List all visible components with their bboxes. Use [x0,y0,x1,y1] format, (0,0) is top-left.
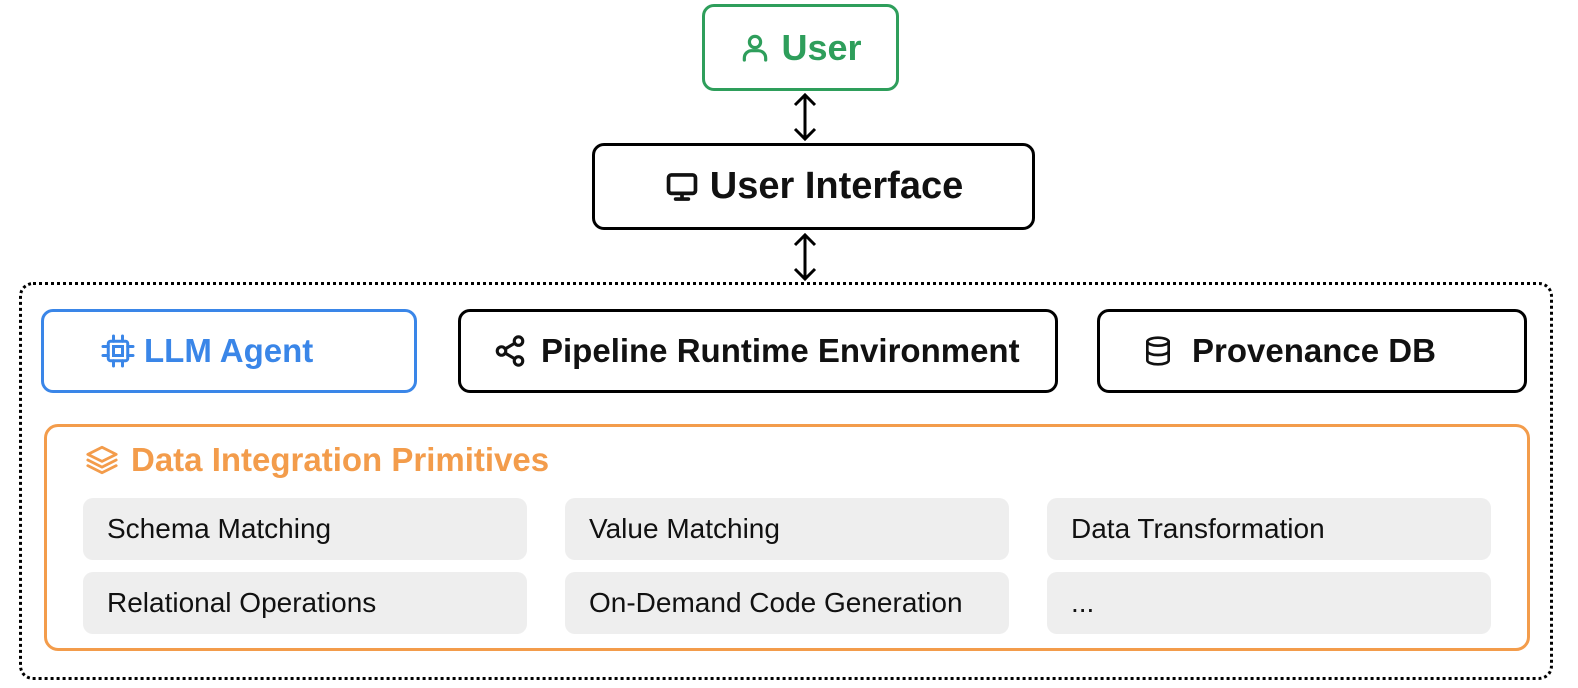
layers-icon [85,443,119,477]
llm-agent-node: LLM Agent [41,309,417,393]
provenance-db-node: Provenance DB [1097,309,1527,393]
bidirectional-arrow [793,92,817,142]
primitives-title: Data Integration Primitives [131,441,550,478]
user-interface-label: User Interface [709,165,964,207]
provenance-db-label: Provenance DB [1192,332,1436,369]
system-container [19,282,1553,680]
primitive-chip: Relational Operations [83,572,527,634]
user-label: User [781,26,862,68]
pipeline-runtime-label: Pipeline Runtime Environment [541,332,1020,369]
primitive-chip: Value Matching [565,498,1009,560]
user-interface-node: User Interface [592,143,1035,230]
pipeline-runtime-node: Pipeline Runtime Environment [458,309,1058,393]
primitive-chip: On-Demand Code Generation [565,572,1009,634]
monitor-icon [664,170,700,204]
bidirectional-arrow [793,232,817,282]
database-icon [1142,333,1174,369]
primitives-header: Data Integration Primitives [85,441,549,479]
primitive-chip: ... [1047,572,1491,634]
primitive-chip: Schema Matching [83,498,527,560]
data-integration-primitives-panel: Data Integration Primitives Schema Match… [44,424,1530,651]
user-icon [739,31,771,65]
share-nodes-icon [493,334,527,368]
cpu-chip-icon [100,333,136,369]
llm-agent-label: LLM Agent [144,332,314,369]
user-node: User [702,4,899,91]
primitive-chip: Data Transformation [1047,498,1491,560]
